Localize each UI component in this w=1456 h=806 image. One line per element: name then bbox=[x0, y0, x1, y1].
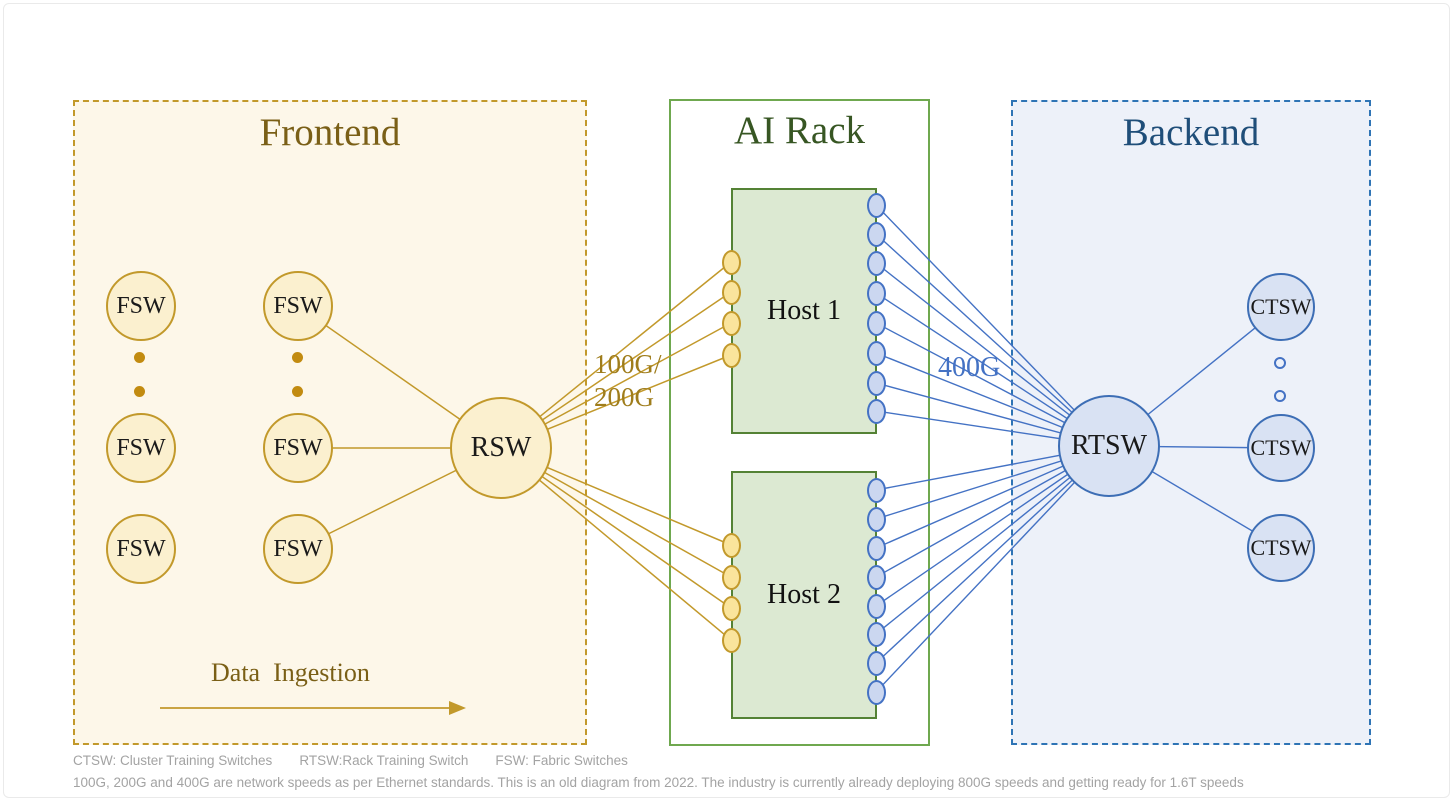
legend-rtsw: RTSW:Rack Training Switch bbox=[299, 753, 469, 768]
backend-nic-port-7 bbox=[866, 370, 886, 396]
frontend-link-speed-label: 100G/ 200G bbox=[594, 348, 662, 414]
blue-link-1 bbox=[875, 204, 1110, 447]
fsw-node-4: FSW bbox=[263, 413, 333, 483]
ctsw-node-2: CTSW bbox=[1247, 414, 1315, 482]
frontend-nic-port-7 bbox=[721, 595, 741, 621]
backend-nic-port-15 bbox=[866, 650, 886, 676]
fsw-node-5: FSW bbox=[106, 514, 176, 584]
backend-nic-port-2 bbox=[866, 221, 886, 247]
ctsw-node-1: CTSW bbox=[1247, 273, 1315, 341]
gold-ellipsis-dot-2 bbox=[133, 385, 145, 397]
frontend-nic-port-2 bbox=[721, 279, 741, 305]
gold-ellipsis-dot-1 bbox=[133, 351, 145, 363]
frontend-nic-port-4 bbox=[721, 342, 741, 368]
rtsw-node: RTSW bbox=[1058, 395, 1160, 497]
backend-nic-port-6 bbox=[866, 340, 886, 366]
fsw-node-1: FSW bbox=[106, 271, 176, 341]
backend-nic-port-16 bbox=[866, 679, 886, 705]
backend-nic-port-10 bbox=[866, 506, 886, 532]
frontend-nic-port-6 bbox=[721, 564, 741, 590]
gold-ellipsis-dot-4 bbox=[291, 385, 303, 397]
gold-ellipsis-dot-3 bbox=[291, 351, 303, 363]
host-2-label: Host 2 bbox=[767, 579, 841, 610]
data-ingestion-label: Data Ingestion bbox=[211, 658, 370, 687]
frontend-nic-port-5 bbox=[721, 532, 741, 558]
card-frame bbox=[3, 3, 1450, 798]
backend-nic-port-9 bbox=[866, 477, 886, 503]
frontend-nic-port-1 bbox=[721, 249, 741, 275]
backend-nic-port-3 bbox=[866, 250, 886, 276]
backend-region-title: Backend bbox=[1122, 111, 1260, 154]
backend-nic-port-13 bbox=[866, 593, 886, 619]
backend-nic-port-8 bbox=[866, 398, 886, 424]
blue-link-16 bbox=[875, 445, 1110, 693]
backend-nic-port-4 bbox=[866, 280, 886, 306]
frontend-link-speed-line1: 100G/ bbox=[594, 349, 662, 379]
legend-row: CTSW: Cluster Training Switches RTSW:Rac… bbox=[73, 753, 628, 768]
host-1-label: Host 1 bbox=[767, 295, 841, 326]
backend-link-speed-label: 400G bbox=[938, 352, 1001, 383]
rsw-node: RSW bbox=[450, 397, 552, 499]
frontend-link-speed-line2: 200G bbox=[594, 382, 654, 412]
backend-nic-port-5 bbox=[866, 310, 886, 336]
frontend-region-title: Frontend bbox=[259, 111, 401, 154]
blue-ellipsis-dot-2 bbox=[1274, 390, 1286, 402]
ctsw-node-3: CTSW bbox=[1247, 514, 1315, 582]
frontend-nic-port-8 bbox=[721, 627, 741, 653]
frontend-nic-port-3 bbox=[721, 310, 741, 336]
blue-ellipsis-dot-1 bbox=[1274, 357, 1286, 369]
backend-nic-port-1 bbox=[866, 192, 886, 218]
backend-nic-port-14 bbox=[866, 621, 886, 647]
blue-link-15 bbox=[875, 445, 1110, 664]
backend-nic-port-12 bbox=[866, 564, 886, 590]
legend-fsw: FSW: Fabric Switches bbox=[495, 753, 628, 768]
blue-link-2 bbox=[875, 233, 1110, 447]
data-ingestion-arrow-head bbox=[449, 701, 466, 715]
fsw-node-6: FSW bbox=[263, 514, 333, 584]
fsw-node-2: FSW bbox=[263, 271, 333, 341]
footnote-text: 100G, 200G and 400G are network speeds a… bbox=[73, 775, 1244, 790]
host-1-box: Host 1 bbox=[731, 188, 877, 434]
ai-rack-region-title: AI Rack bbox=[733, 109, 866, 152]
host-2-box: Host 2 bbox=[731, 471, 877, 719]
backend-region-box bbox=[1011, 100, 1371, 745]
legend-ctsw: CTSW: Cluster Training Switches bbox=[73, 753, 273, 768]
fsw-node-3: FSW bbox=[106, 413, 176, 483]
backend-nic-port-11 bbox=[866, 535, 886, 561]
